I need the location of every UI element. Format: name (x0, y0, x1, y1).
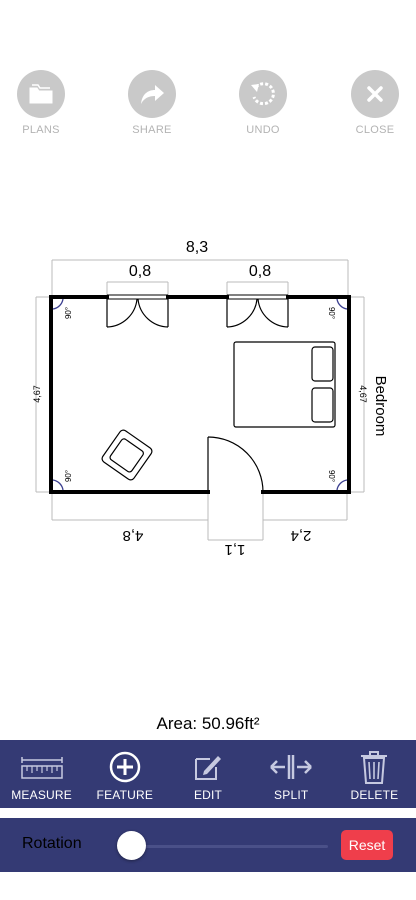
armchair-icon[interactable] (101, 429, 154, 482)
double-door-left[interactable] (106, 298, 169, 328)
feature-label: FEATURE (96, 788, 154, 802)
measure-button[interactable]: MEASURE (0, 740, 83, 808)
rotation-slider-thumb[interactable] (117, 831, 146, 860)
close-button[interactable]: CLOSE (345, 70, 405, 136)
window-right-width-label: 0,8 (249, 263, 271, 280)
rotation-bar: Rotation Reset (0, 818, 416, 872)
top-dimension (51, 259, 349, 300)
share-arrow-icon (128, 70, 176, 118)
floor-plan-canvas[interactable]: 8,3 0,8 0,8 4,67 4,67 Bedroom (0, 230, 416, 570)
edit-pencil-icon (192, 748, 224, 786)
undo-icon (239, 70, 287, 118)
right-height-label: 4,67 (358, 385, 368, 403)
rotation-label: Rotation (22, 835, 82, 852)
room-name-label[interactable]: Bedroom (372, 376, 389, 437)
angle-bottom-right: 90° (327, 470, 336, 482)
area-label: Area: 50.96ft² (156, 714, 260, 733)
feature-button[interactable]: FEATURE (83, 740, 166, 808)
folder-icon (17, 70, 65, 118)
bottom-right-length-label: 2,4 (291, 527, 312, 544)
edit-button[interactable]: EDIT (166, 740, 249, 808)
rotation-slider-track[interactable] (132, 845, 328, 848)
close-label: CLOSE (355, 124, 395, 136)
left-height-label: 4,67 (32, 385, 42, 403)
window-left-width-label: 0,8 (129, 263, 151, 280)
angle-top-left: 90° (64, 307, 73, 319)
double-door-right[interactable] (226, 298, 289, 328)
angle-markers (52, 298, 348, 491)
bottom-door-length-label: 1,1 (225, 541, 246, 558)
side-dimensions (35, 296, 365, 493)
plans-button[interactable]: PLANS (11, 70, 71, 136)
trash-icon (359, 748, 389, 786)
delete-label: DELETE (350, 788, 399, 802)
undo-button[interactable]: UNDO (233, 70, 293, 136)
reset-button[interactable]: Reset (341, 830, 393, 860)
bottom-dimensions (51, 494, 348, 541)
close-icon (351, 70, 399, 118)
delete-button[interactable]: DELETE (333, 740, 416, 808)
bottom-left-length-label: 4,8 (123, 527, 144, 544)
share-button[interactable]: SHARE (122, 70, 182, 136)
window-frames (107, 294, 288, 300)
share-label: SHARE (132, 124, 172, 136)
edit-label: EDIT (193, 788, 223, 802)
bottom-toolbar: MEASURE FEATURE EDIT SPLIT (0, 740, 416, 808)
add-circle-icon (108, 748, 142, 786)
top-width-label: 8,3 (186, 239, 208, 256)
plans-label: PLANS (22, 124, 60, 136)
undo-label: UNDO (246, 124, 280, 136)
split-button[interactable]: SPLIT (250, 740, 333, 808)
ruler-icon (20, 748, 64, 786)
split-arrows-icon (269, 748, 313, 786)
bed-icon[interactable] (233, 341, 336, 428)
entry-door[interactable] (207, 436, 264, 493)
room-walls[interactable] (49, 295, 351, 494)
measure-label: MEASURE (11, 788, 72, 802)
angle-top-right: 90° (327, 307, 336, 319)
split-label: SPLIT (274, 788, 309, 802)
angle-bottom-left: 90° (64, 470, 73, 482)
